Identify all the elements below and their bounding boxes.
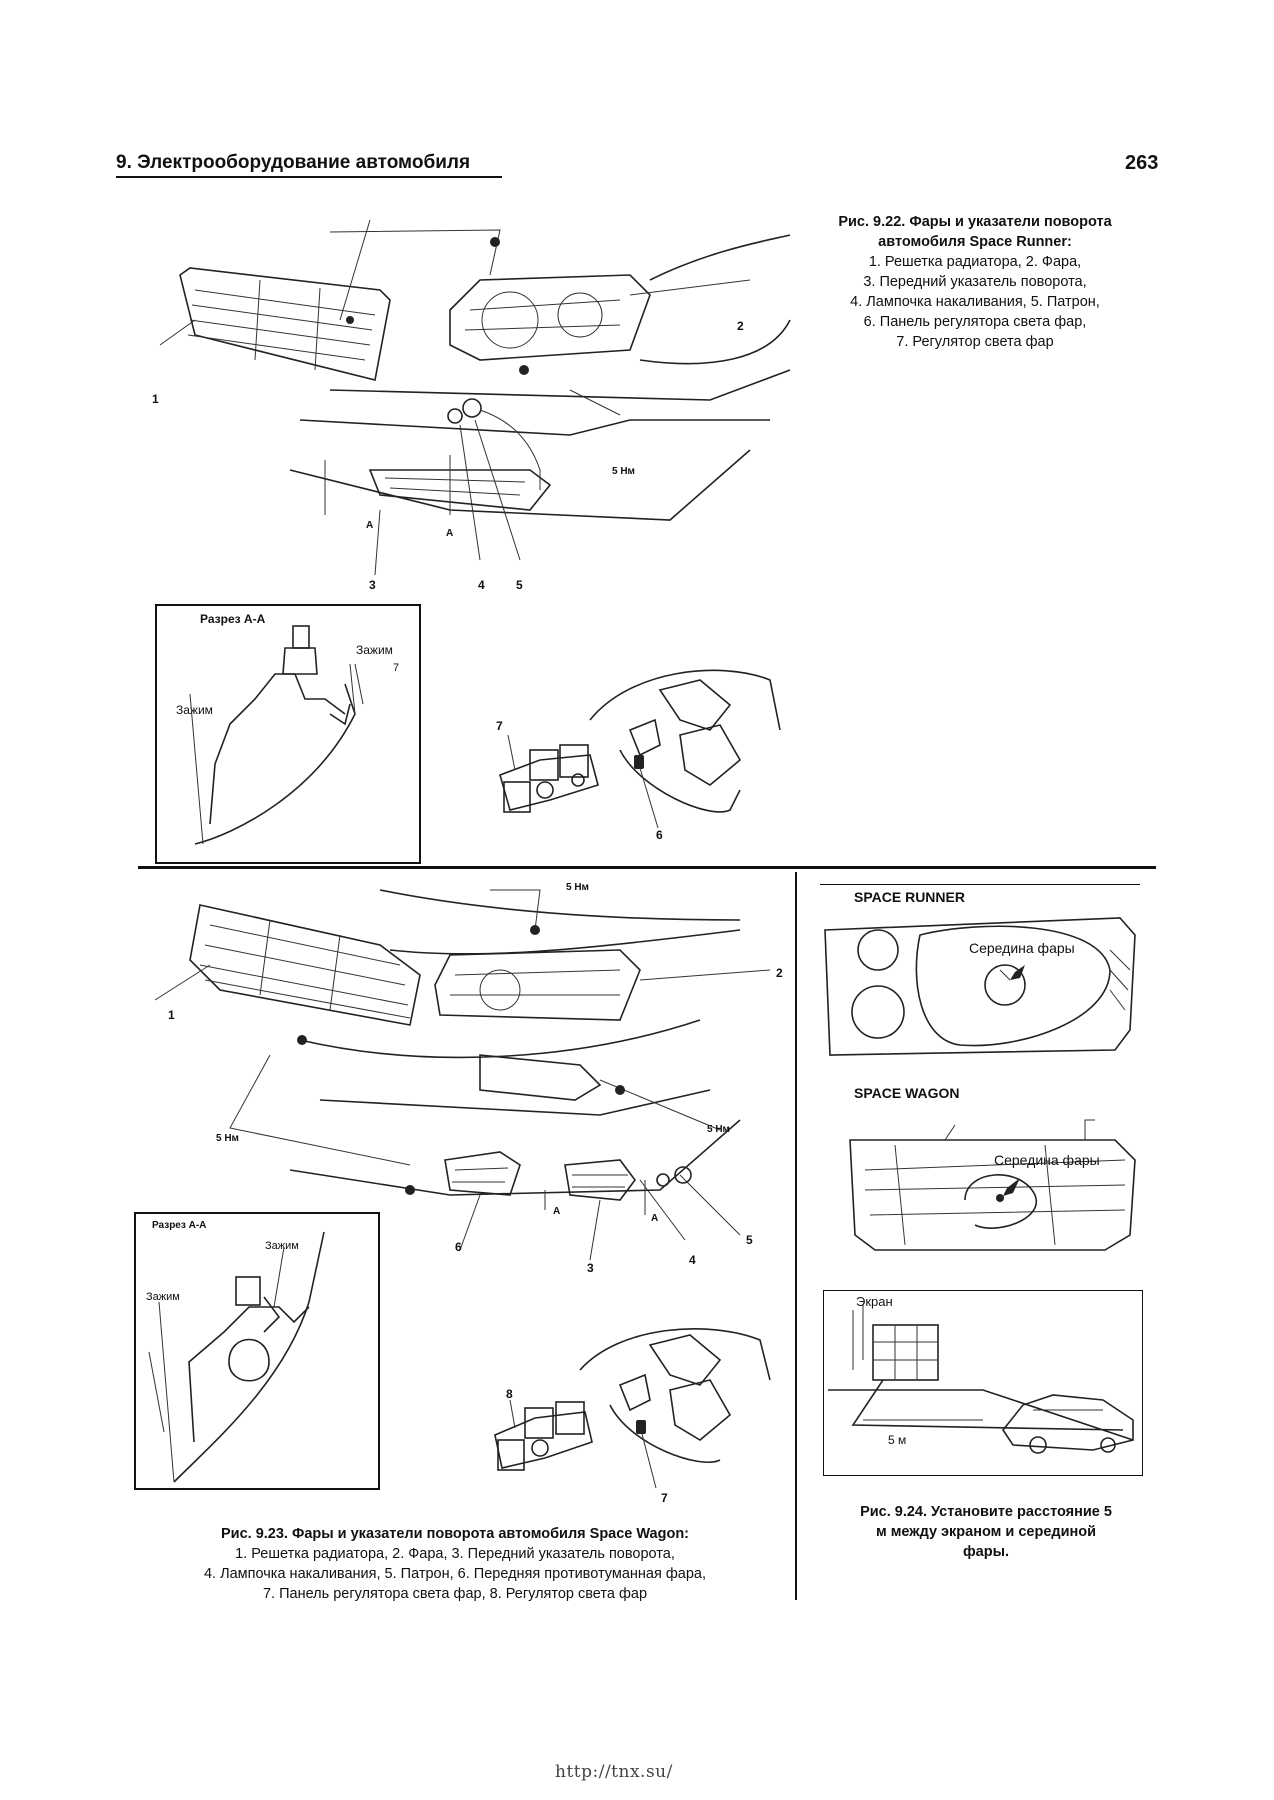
fig23-caption: Рис. 9.23. Фары и указатели поворота авт…	[140, 1524, 770, 1604]
fig23-callout-2: 2	[776, 966, 783, 980]
fig22-clip-label-right: Зажим	[356, 643, 393, 657]
fig23-section-marker-a: A	[553, 1206, 561, 1217]
footer-url[interactable]: http://tnx.su/	[555, 1762, 673, 1782]
fig23-torque-label-left: 5 Нм	[216, 1133, 239, 1144]
fig23-section-title: Разрез А-А	[152, 1220, 207, 1231]
horizontal-divider	[138, 866, 1156, 869]
space-wagon-headlamp-drawing	[849, 1119, 1136, 1251]
fig22-exploded-drawing	[159, 219, 791, 576]
fig23-item: 4. Лампочка накаливания, 5. Патрон, 6. П…	[203, 1566, 707, 1582]
fig22-item: 7. Регулятор света фар	[896, 334, 1054, 350]
fig22-callout-4: 4	[478, 578, 485, 592]
distance-label: 5 м	[888, 1433, 907, 1447]
fig22-item: 3. Передний указатель поворота,	[863, 274, 1087, 290]
fig23-callout-5: 5	[746, 1233, 753, 1247]
fig23-callout-6: 6	[455, 1240, 462, 1254]
fig23-clip-label-top: Зажим	[265, 1240, 299, 1252]
fig23-callout-3: 3	[587, 1261, 594, 1275]
fig23-item: 1. Решетка радиатора, 2. Фара, 3. Передн…	[235, 1546, 675, 1562]
fig23-callout-7: 7	[661, 1491, 668, 1505]
fig23-clip-label-left: Зажим	[146, 1291, 180, 1303]
space-runner-center-label: Середина фары	[969, 940, 1075, 956]
fig23-section-frame	[134, 1212, 380, 1490]
space-runner-headlamp-drawing	[824, 917, 1136, 1056]
vertical-divider	[795, 872, 797, 1600]
fig24-top-rule	[820, 884, 1140, 885]
screen-label: Экран	[856, 1294, 893, 1309]
fig23-item: 7. Панель регулятора света фар, 8. Регул…	[262, 1586, 648, 1602]
fig22-control-panel-drawing	[499, 669, 781, 829]
fig24-caption: Рис. 9.24. Установите расстояние 5 м меж…	[822, 1502, 1150, 1562]
fig23-callout-8: 8	[506, 1387, 513, 1401]
fig22-caption: Рис. 9.22. Фары и указатели поворота авт…	[790, 212, 1160, 352]
fig23-section-drawing	[148, 1231, 325, 1483]
fig22-clip-label-left: Зажим	[176, 703, 213, 717]
fig23-control-panel-drawing	[494, 1328, 771, 1489]
fig22-callout-3: 3	[369, 578, 376, 592]
fig22-section-drawing	[189, 625, 364, 845]
fig24-caption-line: Рис. 9.24. Установите расстояние 5	[860, 1504, 1112, 1520]
fig22-callout-7: 7	[496, 719, 503, 733]
fig23-section-marker-a: A	[651, 1213, 659, 1224]
fig22-title-line2: автомобиля Space Runner:	[878, 234, 1072, 250]
screen-distance-frame	[823, 1290, 1143, 1476]
fig24-caption-line: фары.	[962, 1544, 1010, 1560]
fig24-caption-line: м между экраном и серединой	[875, 1524, 1097, 1540]
fig22-callout-6: 6	[656, 828, 663, 842]
fig22-item: 1. Решетка радиатора, 2. Фара,	[868, 254, 1082, 270]
space-wagon-center-label: Середина фары	[994, 1152, 1100, 1168]
fig22-item: 4. Лампочка накаливания, 5. Патрон,	[850, 294, 1100, 310]
fig22-section-callout-7: 7	[393, 662, 400, 674]
fig22-callout-2: 2	[737, 319, 744, 333]
fig23-torque-label-right: 5 Нм	[707, 1124, 730, 1135]
fig22-section-title: Разрез А-А	[200, 612, 266, 626]
fig22-callout-5: 5	[516, 578, 523, 592]
space-wagon-label: SPACE WAGON	[854, 1085, 960, 1101]
fig23-callout-4: 4	[689, 1253, 696, 1267]
space-runner-label: SPACE RUNNER	[854, 889, 965, 905]
section-title: 9. Электрооборудование автомобиля	[116, 152, 471, 173]
fig22-torque-label: 5 Нм	[612, 466, 635, 477]
header-underline	[116, 176, 502, 178]
fig22-callout-1: 1	[152, 392, 159, 406]
fig23-callout-1: 1	[168, 1008, 175, 1022]
fig22-section-marker-a: A	[446, 528, 454, 539]
fig23-exploded-drawing	[154, 889, 771, 1261]
fig22-title-line1: Рис. 9.22. Фары и указатели поворота	[838, 214, 1112, 230]
fig23-title: Рис. 9.23. Фары и указатели поворота авт…	[220, 1526, 690, 1542]
fig22-item: 6. Панель регулятора света фар,	[863, 314, 1087, 330]
page-number: 263	[1125, 152, 1159, 174]
screen-distance-drawing	[828, 1305, 1134, 1454]
fig22-section-marker-a: A	[366, 520, 374, 531]
fig23-torque-label-top: 5 Нм	[566, 882, 589, 893]
